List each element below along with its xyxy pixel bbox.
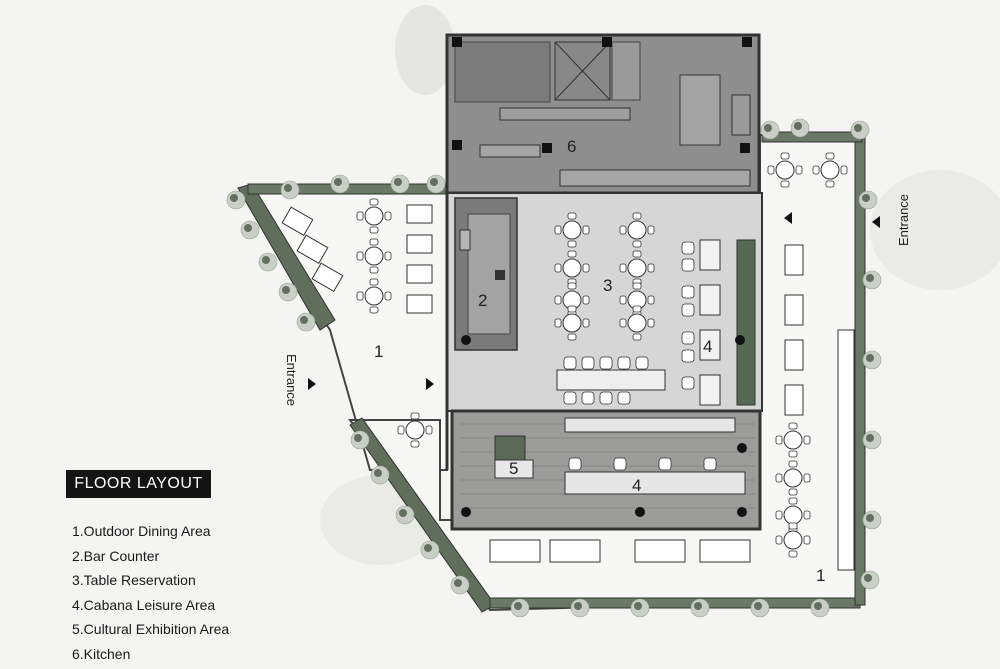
zone-label-kitchen: 6 (567, 137, 576, 156)
zone-label-reservation: 3 (603, 276, 612, 295)
zone-label-exhibition: 5 (509, 459, 518, 478)
planter-strips (237, 131, 866, 613)
legend-item: 3.Table Reservation (72, 572, 196, 588)
legend-item: 2.Bar Counter (72, 547, 160, 564)
legend-item: 5.Cultural Exhibition Area (72, 621, 230, 637)
bar-counter-zone (454, 197, 518, 351)
deck-zone (450, 409, 762, 531)
reservation-tables (554, 212, 666, 405)
legend-title: FLOOR LAYOUT (66, 470, 211, 498)
entrance-markers (308, 212, 880, 390)
legend-item: 1.Outdoor Dining Area (72, 523, 211, 539)
legend-list: 1.Outdoor Dining Area 2.Bar Counter 3.Ta… (72, 522, 229, 669)
outdoor-tables-east (489, 152, 855, 571)
zone-label-cabana-south: 4 (632, 476, 641, 495)
legend-item: 6.Kitchen (72, 645, 131, 662)
zone-label-cabana-east: 4 (703, 337, 712, 356)
zone-label-bar: 2 (478, 291, 487, 310)
entrance-label-east: Entrance (896, 194, 911, 246)
entrance-label-west: Entrance (284, 354, 299, 406)
kitchen-zone (445, 33, 761, 195)
zone-label-outdoor-east: 1 (816, 566, 825, 585)
cabana-booths-east (681, 239, 756, 406)
legend-item: 4.Cabana Leisure Area (72, 596, 216, 613)
zone-label-outdoor-west: 1 (374, 342, 383, 361)
outdoor-tables-west (281, 198, 433, 448)
